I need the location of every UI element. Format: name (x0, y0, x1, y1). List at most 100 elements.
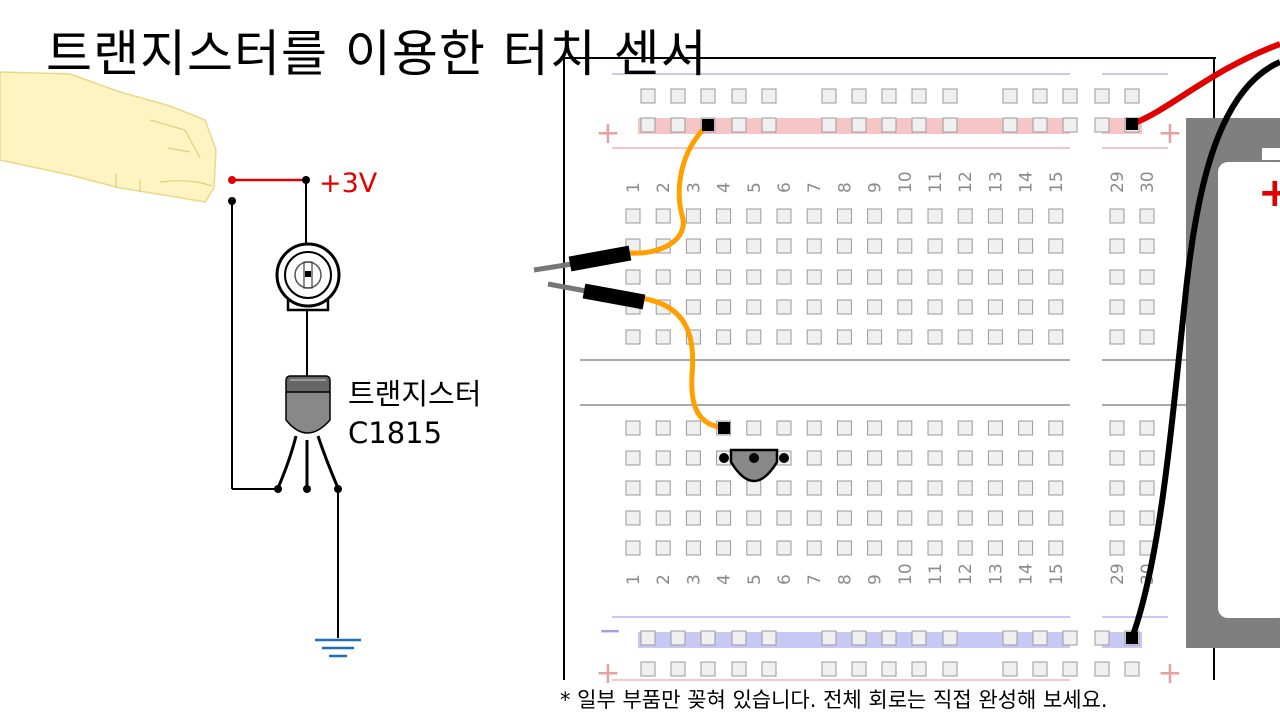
touch-probe-1-grip (568, 245, 632, 272)
column-label: 11 (926, 171, 946, 193)
terminal-hole (987, 540, 1003, 556)
terminal-hole (746, 238, 762, 254)
terminal-hole (776, 480, 792, 496)
terminal-hole (625, 269, 641, 285)
terminal-hole (897, 238, 913, 254)
transistor-part-label: C1815 (348, 416, 442, 450)
rail-hole (851, 117, 867, 133)
terminal-hole (897, 208, 913, 224)
terminal-hole (655, 480, 671, 496)
column-labels: 1122334455667788991010111112121313141415… (624, 171, 1158, 585)
terminal-hole (746, 329, 762, 345)
terminal-hole (746, 208, 762, 224)
column-label: 4 (715, 182, 735, 193)
rail-hole (911, 88, 927, 104)
rail-hole (942, 661, 958, 677)
terminal-hole (987, 269, 1003, 285)
terminal-hole (987, 480, 1003, 496)
terminal-hole (655, 450, 671, 466)
terminal-hole (716, 238, 732, 254)
terminal-hole (987, 208, 1003, 224)
rail-hole (670, 661, 686, 677)
rail-hole (851, 88, 867, 104)
terminal-hole (957, 269, 973, 285)
rail-hole (1094, 630, 1110, 646)
column-label: 5 (745, 182, 765, 193)
rail-hole (881, 630, 897, 646)
rail-hole (821, 88, 837, 104)
terminal-hole (746, 480, 762, 496)
terminal-hole (867, 510, 883, 526)
terminal-hole (655, 510, 671, 526)
column-label: 12 (956, 563, 976, 585)
terminal-hole (1048, 540, 1064, 556)
rail-hole (761, 117, 777, 133)
breadboard-holes (625, 88, 1155, 677)
terminal-hole (716, 269, 732, 285)
transistor-symbol (276, 375, 340, 489)
terminal-hole (1048, 238, 1064, 254)
footnote: * 일부 부품만 꽂혀 있습니다. 전체 회로는 직접 완성해 보세요. (560, 688, 1108, 712)
terminal-hole (685, 269, 701, 285)
column-label: 6 (775, 182, 795, 193)
terminal-hole (776, 329, 792, 345)
terminal-hole (685, 420, 701, 436)
rail-hole (1062, 88, 1078, 104)
column-label: 13 (986, 563, 1006, 585)
column-label: 2 (654, 182, 674, 193)
terminal-hole (1139, 420, 1155, 436)
terminal-hole (897, 540, 913, 556)
rail-hole (700, 88, 716, 104)
column-label: 14 (1017, 171, 1037, 193)
column-label: 7 (805, 182, 825, 193)
terminal-hole (836, 299, 852, 315)
touch-terminal-top (228, 176, 236, 184)
terminal-hole (897, 269, 913, 285)
terminal-hole (655, 329, 671, 345)
terminal-hole (1109, 238, 1125, 254)
column-label: 29 (1108, 563, 1128, 585)
rail-hole (1124, 661, 1140, 677)
terminal-hole (625, 480, 641, 496)
terminal-hole (685, 480, 701, 496)
touch-probe-2-tip (547, 281, 587, 294)
terminal-hole (836, 238, 852, 254)
rail-hole (881, 88, 897, 104)
terminal-hole (836, 450, 852, 466)
terminal-hole (836, 269, 852, 285)
transistor-label: 트랜지스터 (348, 377, 481, 411)
terminal-hole (685, 238, 701, 254)
terminal-hole (625, 510, 641, 526)
terminal-hole (957, 299, 973, 315)
battery-holder: + (1186, 118, 1280, 648)
terminal-hole (1109, 450, 1125, 466)
rail-hole (881, 117, 897, 133)
rail-hole (731, 661, 747, 677)
battery-negative-wire (1129, 59, 1280, 640)
terminal-hole (685, 540, 701, 556)
rail-hole (911, 630, 927, 646)
rail-plus-bottom-left: + (595, 656, 620, 691)
terminal-hole (1048, 299, 1064, 315)
terminal-hole (867, 329, 883, 345)
rail-hole (640, 88, 656, 104)
terminal-hole (897, 480, 913, 496)
terminal-hole (776, 238, 792, 254)
terminal-hole (1109, 208, 1125, 224)
terminal-hole (625, 329, 641, 345)
column-label: 8 (835, 574, 855, 585)
terminal-hole (806, 510, 822, 526)
rail-hole (942, 117, 958, 133)
terminal-hole (776, 540, 792, 556)
terminal-hole (957, 208, 973, 224)
terminal-hole (1109, 510, 1125, 526)
terminal-hole (867, 269, 883, 285)
column-label: 12 (956, 171, 976, 193)
terminal-hole (716, 480, 732, 496)
terminal-hole (957, 420, 973, 436)
terminal-hole (927, 480, 943, 496)
rail-hole (761, 630, 777, 646)
rail-hole (1002, 117, 1018, 133)
terminal-hole (776, 269, 792, 285)
